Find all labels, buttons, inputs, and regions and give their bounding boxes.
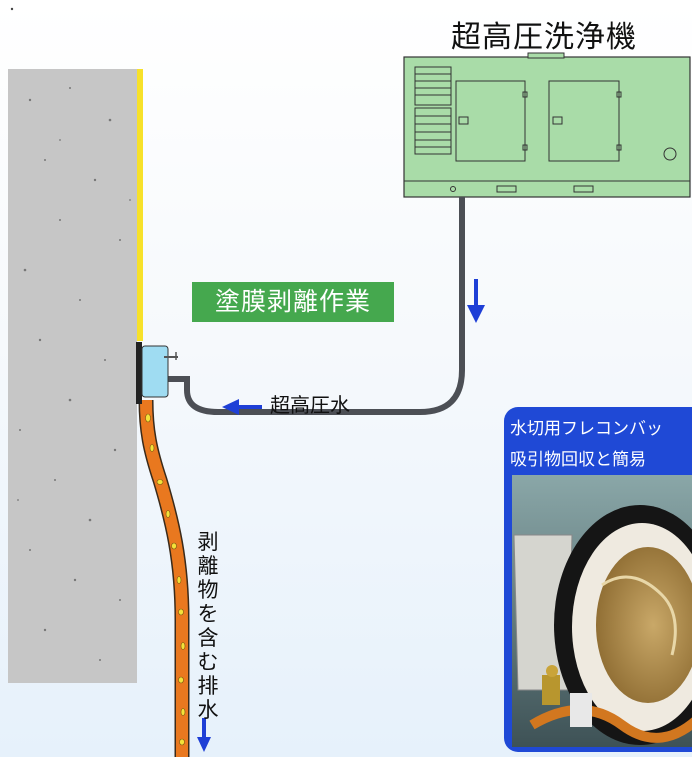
left-arrow-icon [222,399,262,415]
photo-orange-hose [529,705,692,743]
drain-water-flow-fill [140,399,188,757]
coating-layer [137,69,143,341]
washer-vent-top [414,66,452,106]
washer-vent-bottom [414,107,452,155]
washer-door-left [455,80,528,162]
photo-panel: 水切用フレコンバッ 吸引物回収と簡易 [504,407,692,752]
washer-top-handle [527,52,565,59]
washer-outlet-port [450,186,456,192]
task-label-box: 塗膜剥離作業 [192,282,394,322]
photo-title-line-2: 吸引物回収と簡易 [510,450,646,470]
washer-door-right [548,80,622,162]
washer-base-slots [496,185,594,193]
washer-label: 超高圧洗浄機 [451,20,637,55]
down-arrow-icon [467,279,485,323]
corner-dot [10,7,14,11]
drain-label: 剥離物を含む排水 [197,530,219,722]
wall-texture-dots [17,87,131,661]
photo-title-line-1: 水切用フレコンバッ [510,419,663,439]
photo-valve [542,675,560,705]
down-arrow-icon [197,718,211,752]
nozzle-mount [136,342,142,404]
photo-illustration [512,475,692,747]
water-label: 超高圧水 [270,393,350,417]
washer-gauge [663,147,677,161]
photo-flexible-bag [596,547,692,703]
debris-flakes [145,413,186,746]
nozzle-head [141,345,169,398]
concrete-wall [8,69,137,683]
washer-body [403,56,691,198]
high-pressure-hose [168,197,465,415]
